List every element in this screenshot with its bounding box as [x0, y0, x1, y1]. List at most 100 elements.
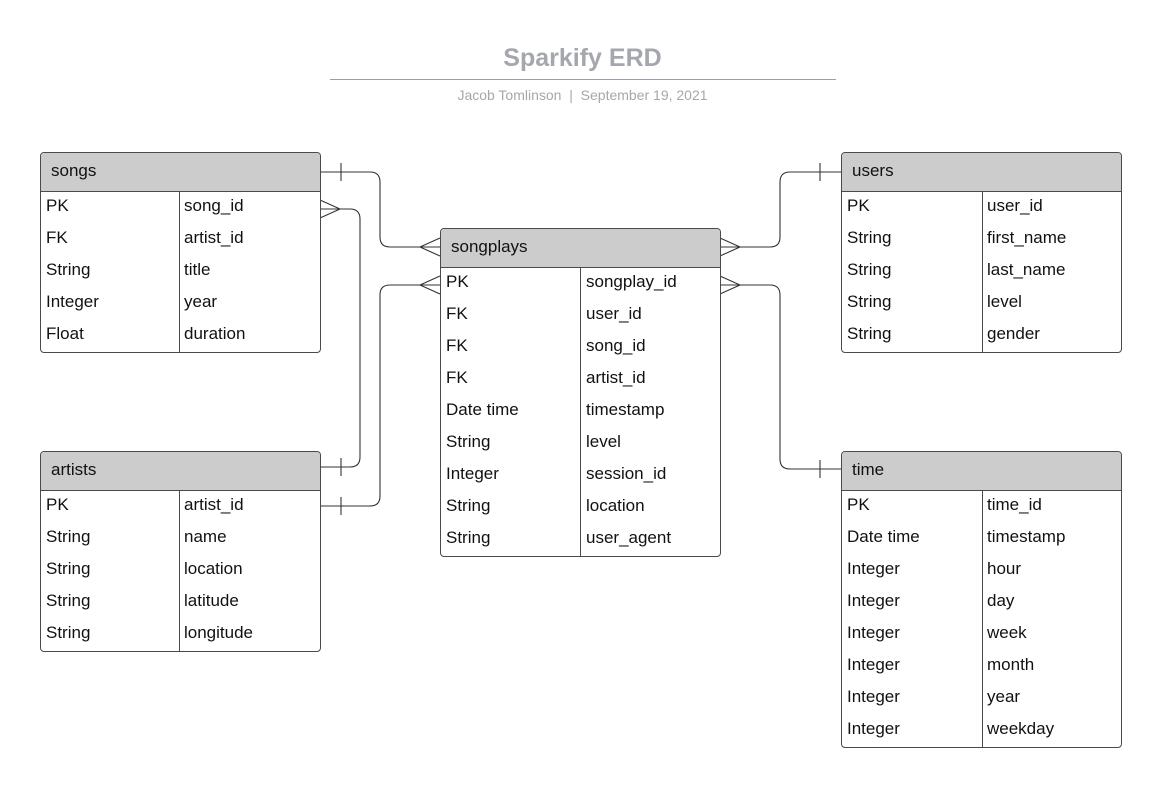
field-name: day [987, 591, 1015, 610]
entity-header: users [842, 153, 1121, 192]
field-type: FK [446, 304, 468, 323]
table-row: String level [842, 288, 1121, 320]
field-type: String [46, 527, 91, 546]
field-type: PK [847, 495, 870, 514]
field-name: first_name [987, 228, 1067, 247]
many-marker-songplays-right-top [719, 237, 741, 257]
field-name: longitude [184, 623, 254, 642]
field-type: Date time [847, 527, 920, 546]
field-type: Integer [847, 687, 900, 706]
entity-header: songplays [441, 229, 720, 268]
column-divider [982, 491, 983, 747]
entity-header: songs [41, 153, 320, 192]
field-type: String [446, 432, 491, 451]
field-name: latitude [184, 591, 239, 610]
field-type: PK [847, 196, 870, 215]
field-name: time_id [987, 495, 1042, 514]
field-type: Integer [446, 464, 499, 483]
field-type: String [847, 324, 892, 343]
field-type: FK [446, 368, 468, 387]
field-name: name [184, 527, 227, 546]
table-row: PK time_id [842, 491, 1121, 523]
field-type: Integer [46, 292, 99, 311]
table-row: Integer day [842, 587, 1121, 619]
field-name: level [586, 432, 621, 451]
field-name: year [184, 292, 218, 311]
field-type: PK [46, 196, 69, 215]
entity-users[interactable]: users PK user_id String first_name String l… [841, 152, 1122, 353]
field-type: Integer [847, 559, 900, 578]
field-type: Integer [847, 719, 900, 738]
field-name: artist_id [586, 368, 646, 387]
field-type: String [46, 559, 91, 578]
column-divider [179, 491, 180, 651]
field-name: year [987, 687, 1021, 706]
field-name: timestamp [987, 527, 1066, 546]
table-row: String level [441, 428, 720, 460]
field-type: String [446, 528, 491, 547]
field-name: artist_id [184, 228, 244, 247]
field-name: hour [987, 559, 1022, 578]
table-row: String first_name [842, 224, 1121, 256]
field-name: gender [987, 324, 1040, 343]
field-type: String [847, 228, 892, 247]
field-name: timestamp [586, 400, 665, 419]
table-row: Integer year [842, 683, 1121, 715]
table-row: Integer year [41, 288, 320, 320]
column-divider [179, 192, 180, 352]
relation-artists-songplays [320, 284, 440, 507]
field-type: Integer [847, 591, 900, 610]
field-type: String [46, 260, 91, 279]
field-name: level [987, 292, 1022, 311]
field-type: Float [46, 324, 84, 343]
subtitle-separator: | [569, 87, 573, 103]
table-row: String user_agent [441, 524, 720, 556]
field-type: String [847, 292, 892, 311]
table-row: Integer hour [842, 555, 1121, 587]
field-name: weekday [987, 719, 1055, 738]
field-name: title [184, 260, 211, 279]
field-name: last_name [987, 260, 1066, 279]
table-row: String name [41, 523, 320, 555]
field-name: artist_id [184, 495, 244, 514]
field-name: week [987, 623, 1027, 642]
field-type: Integer [847, 655, 900, 674]
field-type: PK [46, 495, 69, 514]
relation-users-songplays [720, 171, 841, 248]
column-divider [982, 192, 983, 352]
field-name: songplay_id [586, 272, 677, 291]
table-row: String last_name [842, 256, 1121, 288]
field-name: user_id [586, 304, 642, 323]
field-name: user_agent [586, 528, 672, 547]
field-type: String [847, 260, 892, 279]
table-row: FK artist_id [441, 364, 720, 396]
many-marker-songs [319, 199, 341, 219]
field-name: user_id [987, 196, 1043, 215]
table-row: Date time timestamp [842, 523, 1121, 555]
table-row: PK user_id [842, 192, 1121, 224]
relation-artists-songs [320, 208, 361, 468]
entity-body: PK time_id Date time timestamp Integer hour… [842, 491, 1121, 747]
title-divider [330, 79, 836, 80]
table-row: String gender [842, 320, 1121, 352]
author-name: Jacob Tomlinson [457, 87, 562, 103]
diagram-title: Sparkify ERD [503, 44, 662, 72]
column-divider [580, 268, 581, 556]
field-type: FK [446, 336, 468, 355]
field-type: Date time [446, 400, 519, 419]
